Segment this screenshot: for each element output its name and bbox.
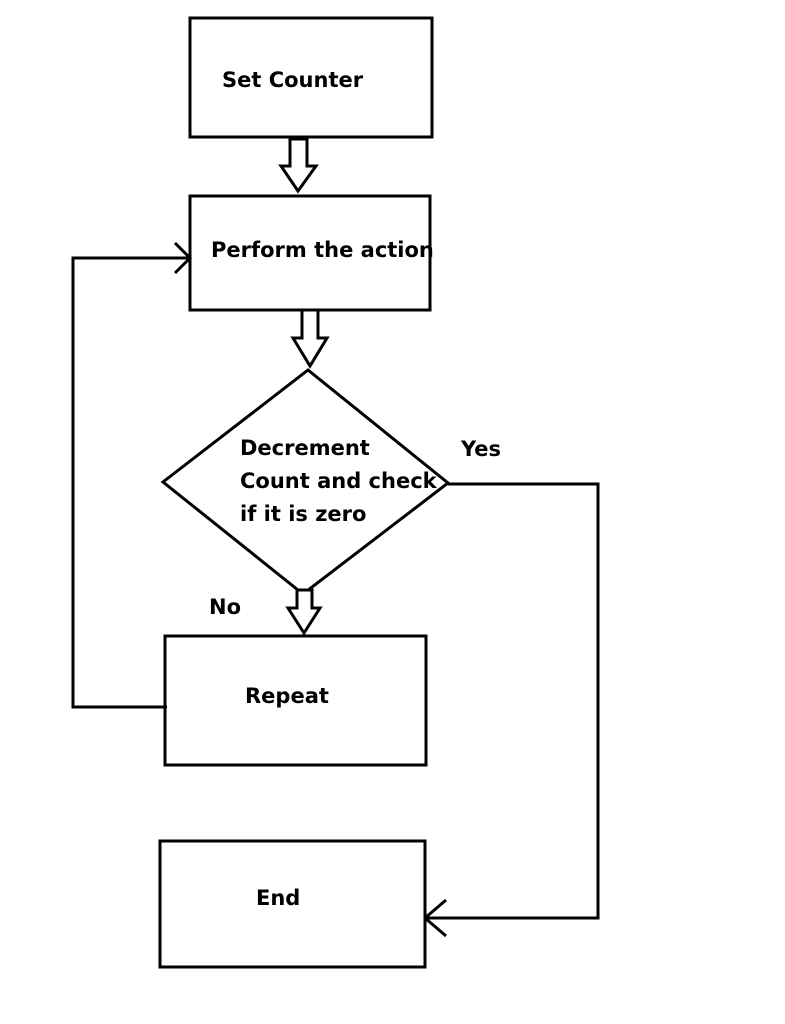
repeat-node: Repeat xyxy=(163,634,428,767)
end-box xyxy=(158,839,427,969)
set-counter-box xyxy=(188,16,434,139)
decision-label-line-3: if it is zero xyxy=(240,502,366,526)
end-label: End xyxy=(256,886,300,910)
yes-connector xyxy=(425,482,600,920)
set-counter-node: Set Counter xyxy=(188,16,434,139)
perform-action-label: Perform the action xyxy=(211,238,434,262)
no-label: No xyxy=(209,595,241,619)
decision-label-line-2: Count and check xyxy=(240,469,438,493)
repeat-label: Repeat xyxy=(245,684,329,708)
perform-action-box xyxy=(188,194,432,312)
arrow-perform-to-decision xyxy=(290,308,330,369)
perform-action-node: Perform the action xyxy=(188,194,434,312)
set-counter-label: Set Counter xyxy=(222,68,364,92)
arrow-set-to-perform xyxy=(278,137,319,194)
decision-label-line-1: Decrement xyxy=(240,436,370,460)
loop-back-connector xyxy=(71,256,190,709)
yes-label: Yes xyxy=(460,437,501,461)
end-node: End xyxy=(158,839,427,969)
arrow-decision-to-repeat xyxy=(285,588,323,636)
loop-back-arrowhead xyxy=(173,241,193,275)
repeat-box xyxy=(163,634,428,767)
decision-node: Decrement Count and check if it is zero xyxy=(160,368,451,596)
